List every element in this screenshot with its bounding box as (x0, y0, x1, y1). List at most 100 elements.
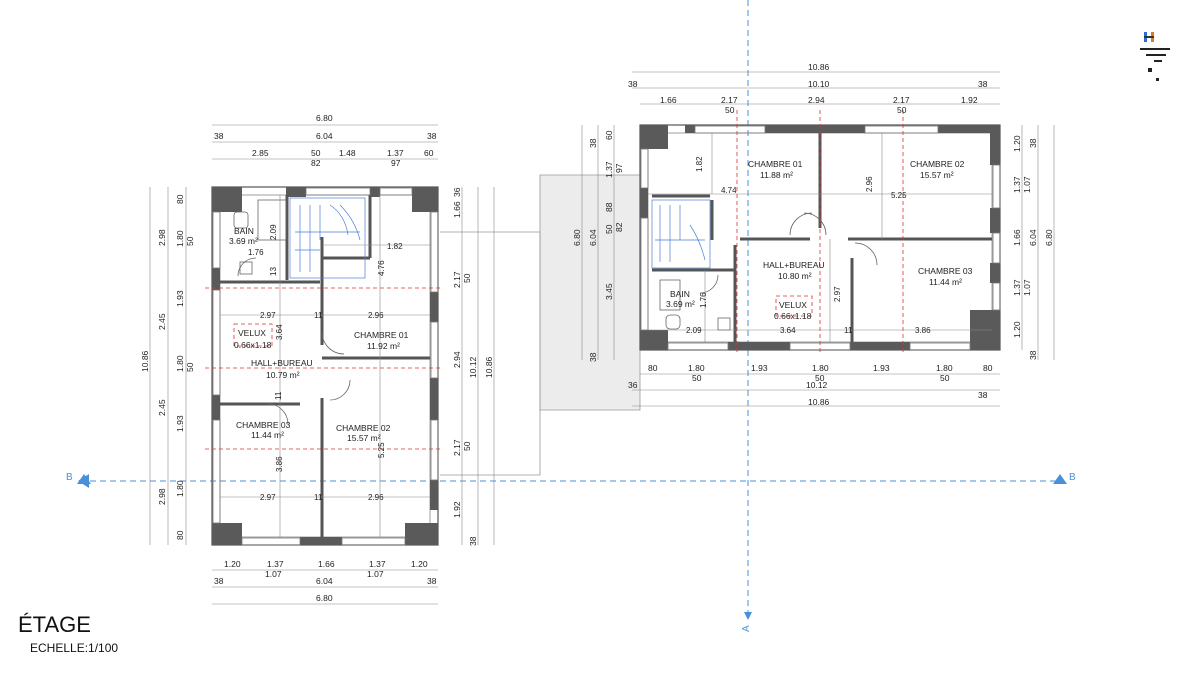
plan-right-dim-right-inner: 1.37 (1012, 279, 1022, 296)
plan-left-room-chambre02-name: CHAMBRE 02 (336, 423, 391, 433)
plan-left-dim-top-row3: 60 (424, 148, 434, 158)
plan-left-dim-left-inner: 50 (185, 236, 195, 246)
plan-left-dim-bottom: 1.37 (369, 559, 386, 569)
plan-left-bottom-dim-lines (212, 569, 438, 605)
plan-right-top-dims: 10.86 38 10.10 38 1.66 2.17 2.94 2.17 1.… (628, 62, 988, 115)
plan-right-dim-top-row3: 1.66 (660, 95, 677, 105)
plan-right-bottom-dim-lines (632, 373, 1000, 407)
plan-right: CHAMBRE 01 11.88 m² CHAMBRE 02 15.57 m² … (572, 62, 1055, 407)
plan-left-interior-dims: 1.76 2.09 13 1.82 4.76 2.97 11 2.96 3.64… (248, 224, 403, 502)
plan-right-dim: 3.64 (780, 326, 796, 335)
plan-left-dim-right: 50 (462, 441, 472, 451)
plan-left-left-dim-lines (149, 187, 187, 545)
plan-left-dim-left-inner: 50 (185, 362, 195, 372)
plan-right-dim-bottom: 80 (648, 363, 658, 373)
plan-right-dim-bottom: 1.80 (812, 363, 829, 373)
plan-right-windows (640, 125, 1001, 351)
plan-left-dim-top-inner: 6.04 (316, 131, 333, 141)
plan-right-dim-bottom: 1.93 (873, 363, 890, 373)
plan-right-dim: 2.09 (686, 326, 702, 335)
plan-left-top-dims: 6.80 38 6.04 38 2.85 50 1.48 1.37 60 82 … (214, 113, 437, 168)
plan-left-dim-top-row3: 1.37 (387, 148, 404, 158)
plan-left-room-hall-area: 10.79 m² (266, 370, 300, 380)
plan-left: BAIN 3.69 m² VELUX 0.66x1.18 HALL+BUREAU… (140, 113, 495, 605)
plan-right-dim-left-total: 6.80 (572, 229, 582, 246)
plan-left-wall-blocks (212, 187, 438, 545)
plan-left-room-bain-area: 3.69 m² (229, 236, 258, 246)
plan-left-dim-right: 1.92 (452, 501, 462, 518)
plan-right-dim-top-wall-r: 38 (978, 79, 988, 89)
plan-left-room-chambre03-name: CHAMBRE 03 (236, 420, 291, 430)
plan-right-dim: 3.86 (915, 326, 931, 335)
plan-left-room-hall-name: HALL+BUREAU (251, 358, 313, 368)
plan-right-dim-right-outer: 6.04 (1028, 229, 1038, 246)
plan-left-dim-top-wall-r: 38 (427, 131, 437, 141)
plan-right-dim-top-row3: 2.94 (808, 95, 825, 105)
plan-right-dim-top-wall-l: 38 (628, 79, 638, 89)
plan-right-dim-left-total: 6.04 (588, 229, 598, 246)
plan-right-dim-bottom-wall-r: 38 (978, 390, 988, 400)
plan-left-bath-fixtures (233, 199, 287, 275)
plan-left-dim-right: 1.66 (452, 201, 462, 218)
plan-right-dim-bottom-wall-l: 36 (628, 380, 638, 390)
plan-left-dim-left-inner: 80 (175, 194, 185, 204)
plan-right-dim: 1.76 (699, 292, 708, 308)
plan-left-dim-right: 2.17 (452, 271, 462, 288)
plan-left-dim-top-row3: 2.85 (252, 148, 269, 158)
brand-logo-icon (1140, 32, 1170, 81)
plan-right-dim-left: 50 (604, 224, 614, 234)
plan-right-dim-right-inner: 1.37 (1012, 176, 1022, 193)
page-title: ÉTAGE (18, 612, 91, 637)
plan-right-dim-right-outer: 38 (1028, 138, 1038, 148)
plan-left-dim-left-outer: 2.45 (157, 399, 167, 416)
plan-left-dim: 3.86 (275, 456, 284, 472)
plan-left-dim-left-outer: 2.98 (157, 229, 167, 246)
plan-left-dim-top-row3: 50 (311, 148, 321, 158)
plan-left-dim: 13 (269, 267, 278, 276)
plan-right-dim-right-inner: 1.20 (1012, 321, 1022, 338)
plan-right-room-chambre02-name: CHAMBRE 02 (910, 159, 965, 169)
plan-left-dim-right: 38 (468, 536, 478, 546)
plan-right-dim-top-inner: 10.10 (808, 79, 830, 89)
plan-left-windows (212, 187, 439, 546)
plan-left-room-chambre01-name: CHAMBRE 01 (354, 330, 409, 340)
plan-left-doors (237, 257, 351, 425)
plan-right-dim-left: 38 (588, 352, 598, 362)
plan-right-dim-left: 3.45 (604, 283, 614, 300)
plan-left-room-bain-name: BAIN (234, 226, 254, 236)
plan-right-dim-bottom-total: 10.86 (808, 397, 830, 407)
plan-left-dim-bottom: 1.37 (267, 559, 284, 569)
plan-left-dim: 11 (314, 493, 323, 502)
plan-left-dim-left-outer: 2.45 (157, 313, 167, 330)
plan-right-dim-right-outer: 38 (1028, 350, 1038, 360)
plan-left-dim-bottom-sub: 1.07 (367, 569, 384, 579)
plan-left-dim: 1.76 (248, 248, 264, 257)
plan-left-dim-right: 2.17 (452, 439, 462, 456)
plan-right-room-chambre03-area: 11.44 m² (929, 277, 962, 287)
plan-left-dim-right: 2.94 (452, 351, 462, 368)
plan-left-dim-left-inner: 1.80 (175, 480, 185, 497)
plan-left-dim-top-sub: 97 (391, 158, 401, 168)
plan-right-velux-lines (736, 110, 904, 355)
plan-left-dim-bottom: 1.20 (224, 559, 241, 569)
section-marker-b-right-label: B (1069, 472, 1076, 483)
plan-right-dim-top-sub: 50 (897, 105, 907, 115)
plan-right-dim-right-inner: 1.66 (1012, 229, 1022, 246)
plan-right-dim-bottom: 1.93 (751, 363, 768, 373)
plan-left-dim-bottom-wall-r: 38 (427, 576, 437, 586)
plan-left-dim-bottom-total: 6.80 (316, 593, 333, 603)
plan-right-dim-top-sub: 50 (725, 105, 735, 115)
plan-connector (440, 174, 641, 476)
plan-right-stair (651, 199, 711, 269)
plan-left-right-dim-lines (461, 187, 495, 545)
plan-right-dim-left: 38 (588, 138, 598, 148)
plan-left-dim: 2.96 (368, 311, 384, 320)
plan-right-dim-bottom-inner: 10.12 (806, 380, 828, 390)
plan-left-dim-bottom-sub: 1.07 (265, 569, 282, 579)
plan-right-dim-left: 82 (614, 222, 624, 232)
plan-left-room-chambre02-area: 15.57 m² (347, 433, 381, 443)
plan-left-dim: 4.76 (377, 260, 386, 276)
plan-left-dim: 2.96 (368, 493, 384, 502)
plan-right-dim-bottom-sub: 50 (815, 373, 825, 383)
plan-right-dim: 2.96 (865, 176, 874, 192)
